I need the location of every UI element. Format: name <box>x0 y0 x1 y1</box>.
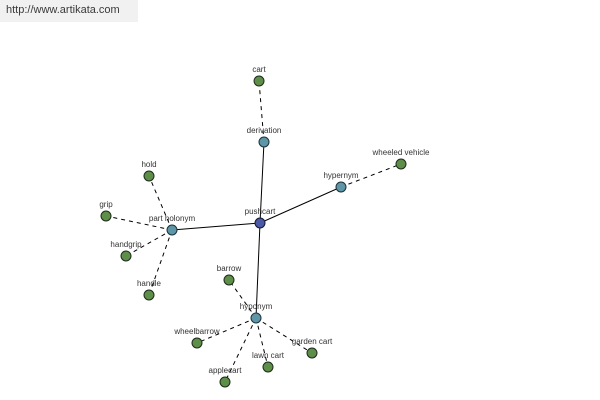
node-dot-wheeled-vehicle[interactable] <box>395 158 407 170</box>
edge-part-holonym-to-grip <box>105 215 173 231</box>
node-label-part-holonym: part holonym <box>149 214 196 223</box>
node-wheelbarrow[interactable]: wheelbarrow <box>173 327 220 349</box>
edge-hypernym-top-to-wheeled-vehicle <box>340 163 402 188</box>
node-dot-garden-cart[interactable] <box>306 347 318 359</box>
node-derivation[interactable]: derivation <box>247 126 282 148</box>
node-wheeled-vehicle[interactable]: wheeled vehicle <box>372 148 430 170</box>
node-label-lawn-cart: lawn cart <box>252 351 285 360</box>
edge-hyponym-to-garden-cart <box>255 317 313 354</box>
edge-hyponym-to-barrow <box>228 279 257 319</box>
node-dot-handgrip[interactable] <box>120 250 132 262</box>
node-dot-handle[interactable] <box>143 289 155 301</box>
node-label-barrow: barrow <box>217 264 242 273</box>
node-lawn-cart[interactable]: lawn cart <box>252 351 285 373</box>
node-hyponym[interactable]: hyponym <box>240 302 273 324</box>
edge-pushcart-to-part-holonym <box>171 222 261 231</box>
node-applecart[interactable]: applecart <box>209 366 243 388</box>
edge-pushcart-to-derivation <box>259 141 265 224</box>
node-dot-barrow[interactable] <box>223 274 235 286</box>
node-dot-derivation[interactable] <box>258 136 270 148</box>
node-dot-hypernym-top[interactable] <box>335 181 347 193</box>
node-hold[interactable]: hold <box>141 160 157 182</box>
edge-part-holonym-to-hold <box>148 175 173 231</box>
edge-derivation-to-cart <box>258 80 265 143</box>
node-part-holonym[interactable]: part holonym <box>149 214 196 236</box>
node-label-handgrip: handgrip <box>110 240 142 249</box>
node-label-hold: hold <box>141 160 156 169</box>
node-label-handle: handle <box>137 279 162 288</box>
node-dot-grip[interactable] <box>100 210 112 222</box>
node-dot-lawn-cart[interactable] <box>262 361 274 373</box>
node-dot-cart[interactable] <box>253 75 265 87</box>
node-dot-applecart[interactable] <box>219 376 231 388</box>
node-label-wheelbarrow: wheelbarrow <box>173 327 220 336</box>
node-label-cart: cart <box>252 65 266 74</box>
node-hypernym-top[interactable]: hypernym <box>323 171 359 193</box>
node-label-grip: grip <box>99 200 113 209</box>
node-cart[interactable]: cart <box>252 65 266 87</box>
node-label-pushcart: pushcart <box>245 207 276 216</box>
watermark-url: http://www.artikata.com <box>6 4 120 16</box>
edge-hyponym-to-lawn-cart <box>255 317 269 368</box>
node-dot-hyponym[interactable] <box>250 312 262 324</box>
node-label-hypernym-top: hypernym <box>323 171 358 180</box>
watermark-bar: http://www.artikata.com <box>0 0 138 22</box>
node-label-applecart: applecart <box>209 366 243 375</box>
node-garden-cart[interactable]: garden cart <box>292 337 333 359</box>
node-label-wheeled-vehicle: wheeled vehicle <box>372 148 430 157</box>
edge-part-holonym-to-handgrip <box>125 229 173 257</box>
node-label-derivation: derivation <box>247 126 282 135</box>
node-label-garden-cart: garden cart <box>292 337 333 346</box>
graph-edges <box>105 80 402 383</box>
edge-hyponym-to-wheelbarrow <box>196 317 257 344</box>
edge-hyponym-to-applecart <box>224 317 257 383</box>
edge-pushcart-to-hypernym-top <box>259 186 342 224</box>
edge-part-holonym-to-handle <box>148 229 173 296</box>
edge-pushcart-to-hyponym <box>255 222 261 319</box>
node-pushcart[interactable]: pushcart <box>245 207 276 229</box>
node-label-hyponym: hyponym <box>240 302 273 311</box>
node-handle[interactable]: handle <box>137 279 162 301</box>
graph-nodes: pushcart derivation hypernym part holonym hy… <box>99 65 430 388</box>
node-dot-part-holonym[interactable] <box>166 224 178 236</box>
node-handgrip[interactable]: handgrip <box>110 240 142 262</box>
node-barrow[interactable]: barrow <box>217 264 242 286</box>
node-dot-hold[interactable] <box>143 170 155 182</box>
node-grip[interactable]: grip <box>99 200 113 222</box>
node-dot-wheelbarrow[interactable] <box>191 337 203 349</box>
node-dot-pushcart[interactable] <box>254 217 266 229</box>
